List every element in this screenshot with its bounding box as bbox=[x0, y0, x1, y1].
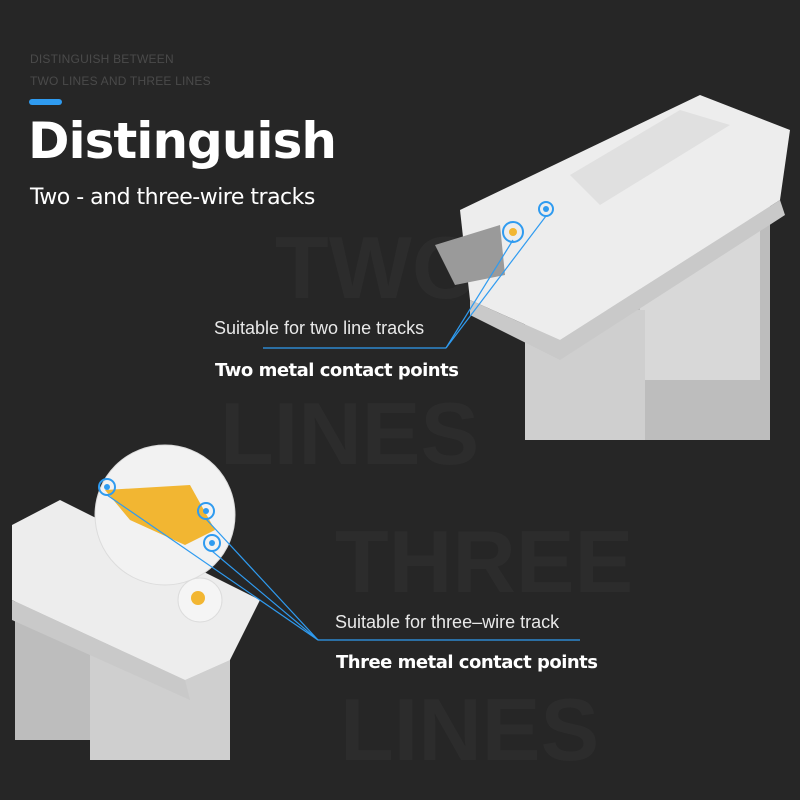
three-wire-leader-lines bbox=[106, 494, 580, 641]
accent-bar bbox=[29, 99, 62, 105]
watermark-three: THREE bbox=[335, 512, 634, 611]
watermark-lines-2: LINES bbox=[340, 680, 600, 779]
three-wire-caption: Suitable for three–wire track bbox=[335, 612, 560, 632]
watermark-two: TWO bbox=[275, 218, 481, 317]
three-wire-adapter-image bbox=[12, 444, 260, 760]
two-wire-leader-lines bbox=[263, 215, 547, 349]
page-title: Distinguish bbox=[28, 112, 337, 170]
two-wire-detail: Two metal contact points bbox=[215, 360, 459, 381]
watermark-lines-1: LINES bbox=[220, 384, 480, 483]
three-wire-detail: Three metal contact points bbox=[336, 652, 598, 673]
two-wire-adapter-image bbox=[435, 95, 790, 440]
eyebrow-line-1: DISTINGUISH BETWEEN bbox=[30, 52, 174, 66]
page-subtitle: Two - and three-wire tracks bbox=[30, 185, 315, 210]
eyebrow-line-2: TWO LINES AND THREE LINES bbox=[30, 74, 211, 88]
two-wire-caption: Suitable for two line tracks bbox=[214, 318, 425, 338]
